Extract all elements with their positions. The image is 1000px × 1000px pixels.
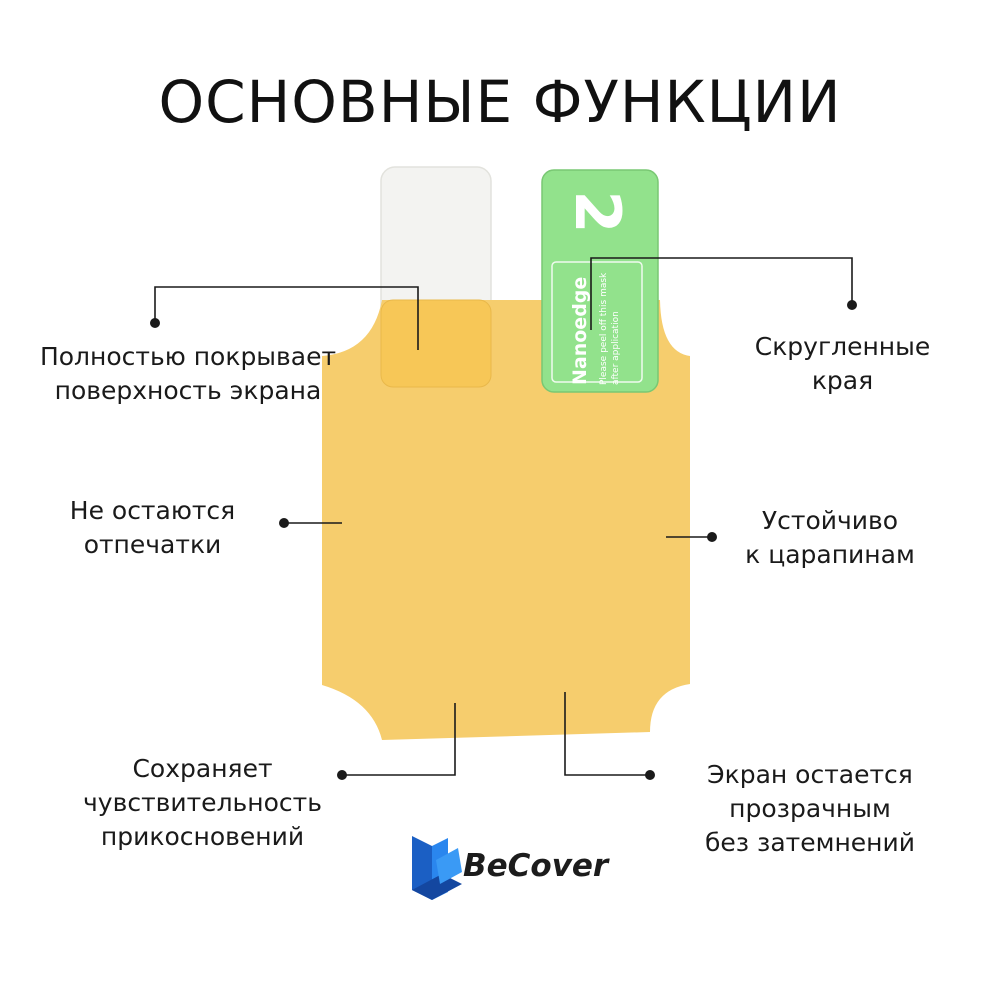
callout-cover-line: [154, 286, 419, 350]
feature-full-coverage: Полностью покрывает поверхность экрана: [39, 342, 337, 405]
callout-scratch-dot: [707, 532, 717, 542]
protective-film: [322, 300, 690, 740]
sticker-number: 2: [561, 190, 634, 233]
callout-clear-dot: [645, 770, 655, 780]
sticker-instruction-2: after application: [611, 311, 621, 385]
feature-rounded-edges: Скругленные края: [754, 332, 931, 395]
becover-logo-icon: [412, 836, 462, 900]
sticker-instruction-1: Please peel off this mask: [599, 272, 609, 385]
callout-lines: [154, 257, 853, 776]
feature-scratch-resistant: Устойчиво к царапинам: [745, 506, 915, 569]
callout-clear-line: [564, 692, 650, 776]
clear-tab-overlap: [381, 300, 491, 387]
feature-no-fingerprints: Не остаются отпечатки: [69, 496, 236, 559]
callout-touch-line: [342, 703, 456, 776]
callout-touch-dot: [337, 770, 347, 780]
callout-cover-dot: [150, 318, 160, 328]
feature-touch-sensitivity: Сохраняет чувствительность прикосновений: [83, 754, 322, 851]
green-sticker-tab: [541, 169, 659, 393]
callout-dots: [150, 300, 857, 780]
callout-rounded-dot: [847, 300, 857, 310]
becover-logo-text: BeCover: [463, 848, 609, 884]
feature-transparent-screen: Экран остается прозрачным без затемнений: [704, 760, 916, 857]
page-title: ОСНОВНЫЕ ФУНКЦИИ: [158, 68, 842, 136]
sticker-brand: Nanoedge: [569, 277, 591, 385]
callout-rounded-line: [590, 257, 853, 330]
callout-prints-dot: [279, 518, 289, 528]
